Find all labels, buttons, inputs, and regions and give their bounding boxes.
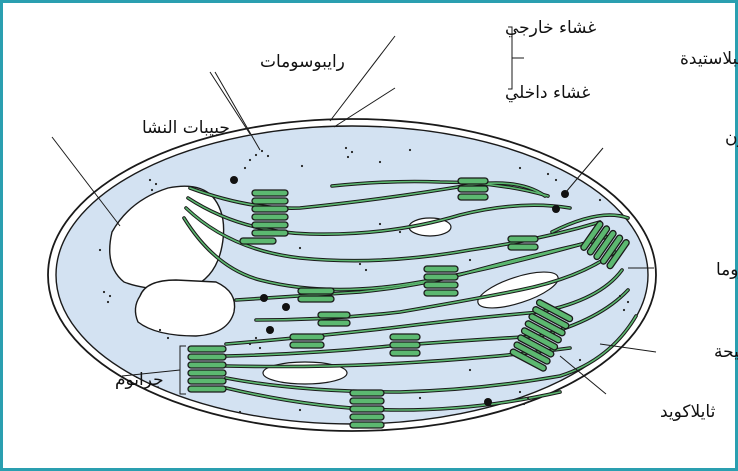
label-starch-granules: حبيبات النشا <box>142 118 230 138</box>
label-granum: جرانوم <box>115 370 164 390</box>
label-thylakoid: ثايلاكويد <box>660 402 716 422</box>
label-inner-membrane: غشاء داخلي <box>505 83 590 103</box>
starch-granule-2 <box>135 280 234 336</box>
label-lipid-droplet: قطرة من الدهون <box>725 128 738 148</box>
granum-2 <box>458 178 488 200</box>
label-lamella: صفيحة <box>714 342 738 362</box>
label-plastid-envelope: غلاف البلاستيدة <box>680 49 738 69</box>
granum-8 <box>390 334 420 356</box>
label-outer-membrane: غشاء خارجي <box>505 18 596 38</box>
label-ribosomes: رايبوسومات <box>260 52 345 72</box>
granum-12 <box>350 390 384 428</box>
label-stroma: ستروما <box>716 260 738 280</box>
